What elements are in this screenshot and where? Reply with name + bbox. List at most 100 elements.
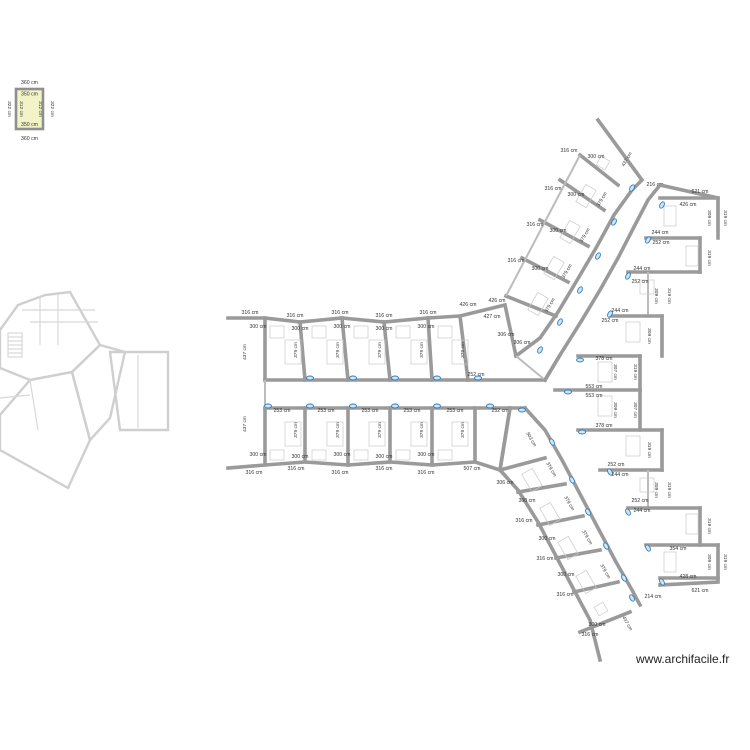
dimension-label: 216 cm [646, 182, 663, 188]
small-room-walls [14, 87, 45, 131]
dimension-label: 300 cm [531, 266, 548, 272]
dimension-label: 426 cm [679, 202, 696, 208]
dimension-label: 307 cm [632, 402, 638, 418]
dimension-label: 316 cm [417, 470, 434, 476]
dimension-label: 437 cm [620, 615, 633, 632]
dimension-label: 252 cm [631, 279, 648, 285]
dimension-label: 306 cm [497, 332, 514, 338]
dimension-label: 428 cm [679, 574, 696, 580]
dimension-label: 309 cm [653, 482, 659, 498]
dimension-label: 253 cm [403, 408, 420, 414]
dimension-label: 300 cm [567, 192, 584, 198]
dimension-label: 244 cm [611, 472, 628, 478]
dimension-label: 379 cm [377, 342, 383, 358]
dimension-label: 316 cm [375, 466, 392, 472]
dimension-label: 379 cm [460, 422, 466, 438]
dimension-label: 316 cm [515, 518, 532, 524]
dimension-label: 253 cm [361, 408, 378, 414]
dimension-label: 379 cm [419, 422, 425, 438]
dimension-label: 309 cm [706, 554, 712, 570]
dimension-label: 300 cm [417, 452, 434, 458]
dimension-label: 316 cm [241, 310, 258, 316]
dimension-label: 214 cm [644, 594, 661, 600]
dimension-label: 316 cm [526, 222, 543, 228]
dimension-label: 309 cm [612, 402, 618, 418]
left-wing [226, 302, 547, 473]
dimension-label: 252 cm [652, 240, 669, 246]
dimension-label: 319 cm [666, 288, 672, 304]
dimension-label: 379 cm [596, 191, 609, 208]
dimension-label: 379 cm [544, 297, 557, 314]
dimension-label: 379 cm [460, 342, 466, 358]
small-room-top-outer: 360 cm [21, 80, 38, 86]
dimension-label: 300 cm [417, 324, 434, 330]
dimension-label: 244 cm [651, 230, 668, 236]
dimension-label: 379 cm [579, 227, 592, 244]
dimension-label: 300 cm [518, 498, 535, 504]
dimension-label: 319 cm [722, 210, 728, 226]
dimension-label: 300 cm [375, 326, 392, 332]
small-room-left-inner: 312 cm [18, 101, 24, 117]
dimension-label: 378 cm [595, 423, 612, 429]
dimension-label: 319 cm [722, 554, 728, 570]
small-room: 360 cm 350 cm 350 cm 360 cm 322 cm 312 c… [6, 80, 55, 142]
dimension-label: 252 cm [467, 372, 484, 378]
dimension-label: 253 cm [446, 408, 463, 414]
dimension-label: 316 cm [331, 470, 348, 476]
dimension-label: 300 cm [588, 622, 605, 628]
dimension-label: 300 cm [557, 572, 574, 578]
dimension-label: 379 cm [419, 342, 425, 358]
small-room-bottom-inner: 350 cm [21, 122, 38, 128]
dimension-label: 316 cm [419, 310, 436, 316]
dimension-label: 300 cm [249, 452, 266, 458]
dimension-label: 379 cm [335, 342, 341, 358]
dimension-label: 244 cm [633, 508, 650, 514]
dimension-label: 621 cm [691, 189, 708, 195]
dimension-label: 316 cm [536, 556, 553, 562]
dimension-label: 553 cm [585, 384, 602, 390]
dimension-label: 252 cm [601, 318, 618, 324]
dimension-label: 252 cm [491, 408, 508, 414]
dimension-label: 503 cm [524, 431, 537, 448]
dimension-label: 316 cm [560, 148, 577, 154]
dimension-label: 316 cm [287, 466, 304, 472]
lower-wing: 306 cm 316 cm 316 cm 316 cm 316 cm 300 c… [496, 405, 662, 663]
ghost-plan [0, 290, 170, 490]
dimension-label: 300 cm [538, 536, 555, 542]
dimension-label: 379 cm [562, 495, 575, 512]
dimension-label: 379 cm [377, 422, 383, 438]
dimension-label: 307 cm [612, 364, 618, 380]
dimension-label: 306 cm [496, 480, 513, 486]
dimension-label: 319 cm [706, 518, 712, 534]
dimension-label: 354 cm [669, 546, 686, 552]
watermark: www.archifacile.fr [636, 652, 730, 666]
dimension-label: 300 cm [333, 452, 350, 458]
dimension-label: 244 cm [633, 266, 650, 272]
dimension-label: 379 cm [293, 422, 299, 438]
dimension-label: 319 cm [632, 364, 638, 380]
dimension-label: 300 cm [291, 454, 308, 460]
dimension-label: 316 cm [331, 310, 348, 316]
dimension-label: 300 cm [375, 454, 392, 460]
dimension-label: 621 cm [691, 588, 708, 594]
dimension-label: 426 cm [488, 298, 505, 304]
dimension-label: 300 cm [249, 324, 266, 330]
dimension-label: 316 cm [507, 258, 524, 264]
dimension-label: 300 cm [333, 324, 350, 330]
dimension-label: 316 cm [581, 632, 598, 638]
dimension-label: 316 cm [544, 186, 561, 192]
dimension-label: 316 cm [245, 470, 262, 476]
dimension-label: 316 cm [375, 313, 392, 319]
small-room-left-outer: 322 cm [6, 101, 12, 117]
small-room-top-inner: 350 cm [21, 92, 38, 98]
dimension-label: 306 cm [513, 340, 530, 346]
dimension-label: 379 cm [598, 563, 611, 580]
dimension-label: 316 cm [286, 313, 303, 319]
dimension-label: 253 cm [273, 408, 290, 414]
dimension-label: 309 cm [653, 288, 659, 304]
dimension-label: 300 cm [291, 326, 308, 332]
dimension-label: 316 cm [556, 592, 573, 598]
dimension-label: 553 cm [585, 393, 602, 399]
dimension-label: 379 cm [544, 461, 557, 478]
